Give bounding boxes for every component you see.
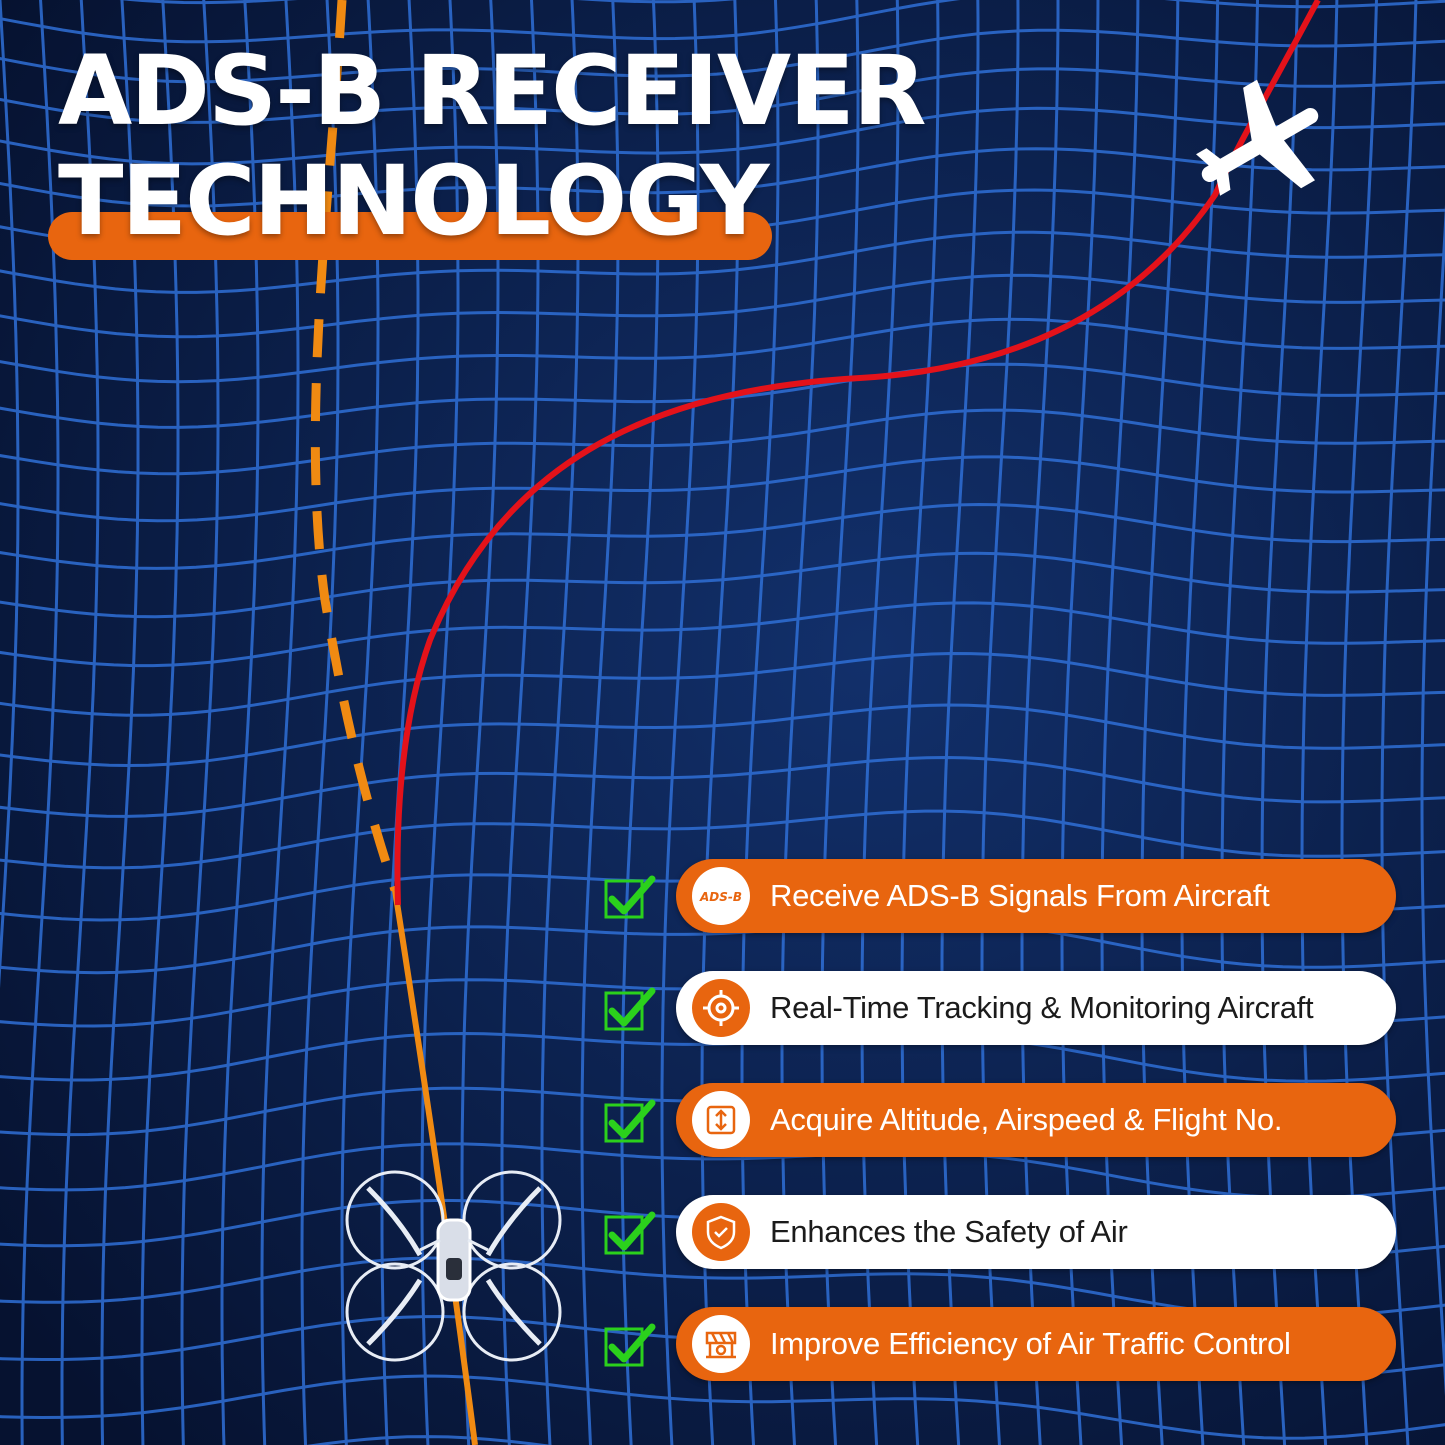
feature-item-altitude: Acquire Altitude, Airspeed & Flight No. (600, 1083, 1400, 1159)
grid-line (0, 0, 20, 989)
checkbox-check-icon (604, 1099, 656, 1143)
drone-planned-path (310, 0, 400, 892)
checkbox-check-icon (604, 875, 656, 919)
feature-pill: Real-Time Tracking & Monitoring Aircraft (676, 971, 1396, 1045)
drone-icon (345, 1170, 562, 1362)
feature-label: Receive ADS-B Signals From Aircraft (770, 878, 1270, 913)
feature-label: Acquire Altitude, Airspeed & Flight No. (770, 1102, 1283, 1137)
grid-line (1420, 204, 1445, 1397)
checkbox-check-icon (604, 987, 656, 1031)
feature-item-air-traffic: Improve Efficiency of Air Traffic Contro… (600, 1307, 1400, 1383)
title-line-2: TECHNOLOGY (58, 145, 769, 257)
title-highlight-bar (48, 212, 772, 260)
traffic-barrier-icon (692, 1315, 750, 1373)
page-title: ADS-B RECEIVER TECHNOLOGY (58, 35, 927, 257)
ads-b-badge-icon: ADS-B (692, 867, 750, 925)
feature-item-receive-signals: ADS-B Receive ADS-B Signals From Aircraf… (600, 859, 1400, 935)
drone-flight-path (392, 889, 478, 1445)
altitude-icon (692, 1091, 750, 1149)
feature-pill: Enhances the Safety of Air (676, 1195, 1396, 1269)
grid-line (119, 0, 737, 5)
checkbox-check-icon (604, 1211, 656, 1255)
feature-item-tracking: Real-Time Tracking & Monitoring Aircraft (600, 971, 1400, 1047)
airplane-icon (1196, 79, 1319, 196)
feature-label: Enhances the Safety of Air (770, 1214, 1128, 1249)
feature-pill: Improve Efficiency of Air Traffic Contro… (676, 1307, 1396, 1381)
shield-check-icon (692, 1203, 750, 1261)
feature-label: Improve Efficiency of Air Traffic Contro… (770, 1326, 1291, 1361)
title-line-1: ADS-B RECEIVER (58, 35, 927, 147)
feature-pill: Acquire Altitude, Airspeed & Flight No. (676, 1083, 1396, 1157)
checkbox-check-icon (604, 1323, 656, 1367)
feature-pill: ADS-B Receive ADS-B Signals From Aircraf… (676, 859, 1396, 933)
feature-label: Real-Time Tracking & Monitoring Aircraft (770, 990, 1314, 1025)
target-icon (692, 979, 750, 1037)
grid-line (1380, 0, 1418, 1445)
ads-b-badge-text: ADS-B (699, 890, 742, 904)
feature-item-safety: Enhances the Safety of Air (600, 1195, 1400, 1271)
